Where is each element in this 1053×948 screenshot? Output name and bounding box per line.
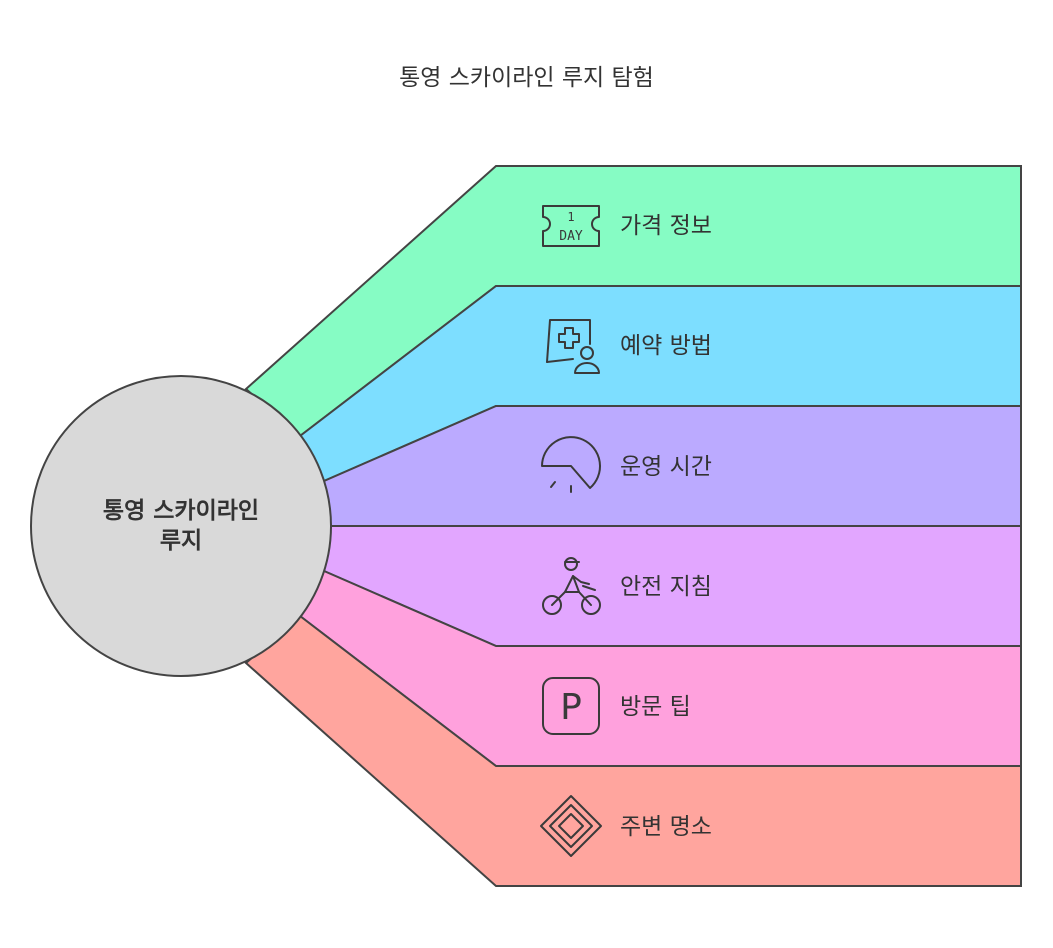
band-label-nearby-attractions: 주변 명소 — [620, 814, 712, 840]
ticket-day-number: 1 — [567, 210, 574, 224]
motorcycle-rider-icon — [542, 557, 601, 615]
ticket-day-text: DAY — [559, 229, 583, 244]
band-label-visit-tips: 방문 팁 — [620, 694, 691, 720]
hub-node: 통영 스카이라인 루지 — [30, 375, 332, 677]
band-label-reservation: 예약 방법 — [620, 333, 712, 359]
band-label-operating-hours: 운영 시간 — [620, 454, 712, 480]
parking-letter: P — [560, 687, 582, 728]
hub-label-line1: 통영 스카이라인 — [103, 498, 259, 524]
one-day-ticket-icon: 1 DAY — [542, 205, 600, 247]
diagram-title: 통영 스카이라인 루지 탐험 — [399, 65, 654, 91]
band-label-price-info: 가격 정보 — [620, 213, 712, 239]
band-shape-nearby-attractions — [244, 614, 1022, 887]
nested-diamond-icon — [540, 795, 602, 857]
band-label-safety: 안전 지침 — [620, 574, 712, 600]
hub-circle — [30, 375, 332, 677]
medical-consultation-icon — [546, 319, 600, 374]
hub-label-line2: 루지 — [160, 528, 202, 554]
band-nearby-attractions: 주변 명소 — [244, 614, 1022, 887]
timer-dial-icon — [541, 436, 601, 493]
parking-sign-icon: P — [542, 677, 600, 735]
